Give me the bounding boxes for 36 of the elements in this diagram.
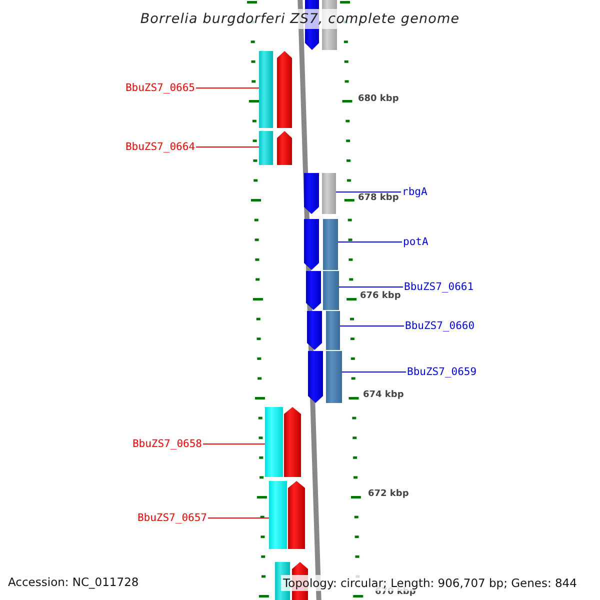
gene-bar	[323, 219, 338, 270]
gene-bar	[326, 311, 340, 350]
gene-block	[284, 407, 301, 477]
gene-block	[277, 131, 292, 165]
gene-label: BbuZS7_0665	[125, 82, 195, 94]
scale-label: 678 kbp	[358, 193, 399, 203]
gene-block	[304, 219, 319, 270]
gene-label: BbuZS7_0657	[137, 512, 207, 524]
gene-block	[277, 51, 292, 128]
gene-block	[288, 481, 305, 549]
scale-label: 674 kbp	[363, 390, 404, 400]
gene-bar	[259, 131, 273, 165]
accession-label: Accession: NC_011728	[8, 575, 139, 589]
gene-bar	[326, 351, 342, 403]
gene-block	[308, 351, 323, 403]
gene-label: BbuZS7_0664	[125, 141, 195, 153]
gene-label: rbgA	[402, 186, 428, 198]
scale-label: 672 kbp	[368, 489, 409, 499]
gene-bar	[323, 271, 339, 310]
gene-bar	[269, 481, 287, 549]
scale-label: 676 kbp	[360, 291, 401, 301]
gene-bar	[265, 407, 283, 477]
gene-label: BbuZS7_0659	[407, 366, 477, 378]
gene-label: BbuZS7_0661	[404, 281, 474, 293]
scale-label: 680 kbp	[358, 94, 399, 104]
gene-block	[304, 173, 319, 214]
gene-block	[307, 311, 322, 350]
gene-label: potA	[403, 236, 428, 248]
gene-label: BbuZS7_0660	[405, 320, 475, 332]
gene-bar	[259, 51, 273, 128]
gene-label: BbuZS7_0658	[132, 438, 202, 450]
leader-line	[196, 146, 260, 148]
scale-label: 670 kbp	[375, 587, 416, 597]
gene-bar	[322, 173, 336, 214]
gene-block	[306, 271, 321, 310]
leader-line	[338, 286, 404, 288]
